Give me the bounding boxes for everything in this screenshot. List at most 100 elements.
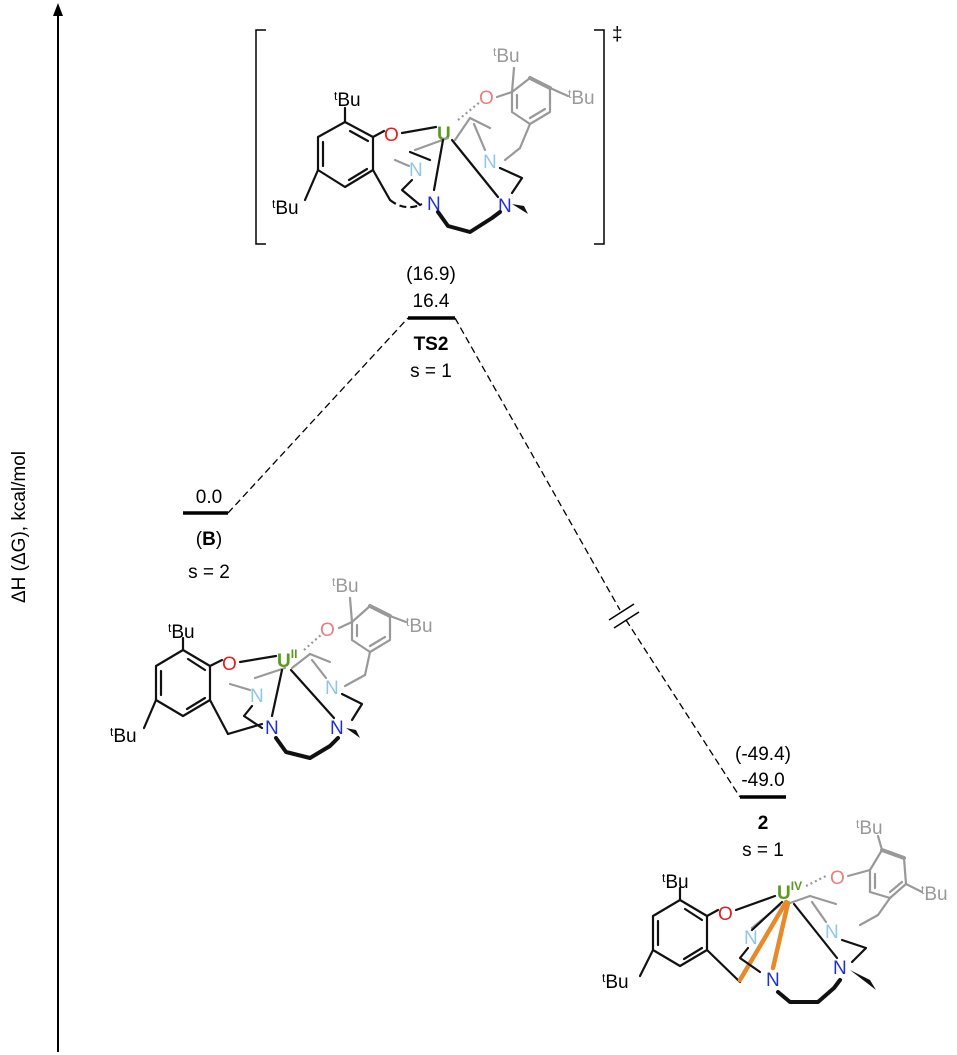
bond-line: [348, 129, 370, 143]
bond-line: [368, 635, 387, 648]
tBu-label: tBu: [272, 197, 299, 219]
bond-line: [450, 138, 500, 199]
reaction-path-connectors: [227, 317, 741, 798]
bond-line: [274, 736, 340, 760]
nitrogen-atom: N: [325, 678, 339, 699]
level-name-B: (B): [196, 529, 222, 550]
bond-line: [253, 666, 287, 680]
nitrogen-atom: N: [330, 718, 344, 739]
bond-line: [810, 900, 828, 924]
transition-state-marker: ‡: [612, 24, 623, 45]
level-TS2: (16.9) 16.4 TS2 s = 1: [406, 264, 456, 382]
structure-TS2: ‡ tBu tBu O U O tBu tBu N N N: [255, 24, 623, 245]
tBu-label: tBu: [493, 45, 520, 67]
energy-dH-TS2: 16.4: [413, 291, 450, 312]
tBu-label: tBu: [856, 817, 883, 839]
bond-line: [613, 611, 640, 629]
bond-line: [510, 66, 516, 94]
bond-line: [850, 970, 876, 990]
bond-line: [371, 168, 392, 202]
bond-line: [750, 900, 784, 932]
level-B: 0.0 (B) s = 2: [183, 487, 230, 583]
orange-bond: [737, 899, 789, 983]
nitrogen-atom: N: [483, 152, 497, 173]
bracket-right: [594, 29, 605, 245]
energy-dG-TS2: (16.9): [406, 264, 456, 285]
bond-line: [303, 168, 320, 202]
bond-line: [316, 120, 375, 189]
bond-line: [904, 882, 924, 894]
bond-line: [705, 948, 742, 984]
tBu-label: tBu: [602, 971, 629, 993]
bond-line: [528, 76, 552, 90]
connector-B-TS2: [227, 317, 409, 514]
level-2: (-49.4) -49.0 2 s = 1: [735, 744, 791, 861]
spin-state-2: s = 1: [742, 840, 784, 861]
bond-line: [888, 880, 904, 894]
bond-line: [518, 122, 532, 150]
nitrogen-atom: N: [833, 958, 847, 979]
tBu-label: tBu: [332, 575, 359, 597]
orange-bond: [770, 900, 791, 971]
nitrogen-atom: N: [427, 194, 441, 215]
nitrogen-atom: N: [250, 686, 264, 707]
bond-line: [682, 946, 704, 961]
bond-line: [805, 875, 827, 887]
spin-state-TS2: s = 1: [410, 361, 452, 382]
bond-line: [371, 129, 386, 139]
bond-line: [738, 946, 762, 974]
bond-line: [154, 648, 212, 718]
bond-line: [705, 908, 720, 918]
axis-label: ΔH (ΔG), kcal/mol: [9, 451, 30, 603]
bond-line: [453, 116, 472, 142]
oxygen-atom: O: [320, 620, 335, 641]
energy-dH-B: 0.0: [196, 487, 222, 508]
bond-line: [226, 722, 264, 736]
axis-arrowhead: [53, 3, 63, 16]
bond-line: [208, 658, 224, 668]
bond-line: [400, 178, 422, 207]
bond-line: [512, 204, 528, 214]
spin-state-B: s = 2: [188, 562, 230, 583]
bond-line: [608, 603, 635, 621]
energy-dG-2: (-49.4): [735, 744, 791, 765]
bond-line: [289, 668, 336, 720]
bond-line: [683, 907, 704, 922]
bond-line: [876, 834, 884, 852]
bond-line: [808, 894, 838, 906]
bond-line: [389, 199, 423, 209]
oxygen-atom: O: [384, 125, 399, 146]
bond-line: [457, 101, 481, 121]
bond-line: [363, 650, 372, 677]
connector-TS2-2-lower: [625, 619, 741, 798]
bond-line: [503, 146, 522, 162]
bond-line: [472, 122, 487, 152]
structure-B: tBu tBu O UII O tBu tBu N N N N: [110, 575, 433, 760]
bond-line: [186, 657, 207, 672]
nitrogen-atom: N: [825, 922, 839, 943]
bracket-left: [255, 29, 266, 245]
bond-line: [388, 614, 408, 624]
bond-line: [880, 848, 906, 860]
bond-line: [498, 166, 524, 195]
tBu-label: tBu: [921, 883, 948, 905]
bond-line: [303, 633, 323, 651]
bond-line: [408, 150, 432, 162]
bond-line: [858, 913, 880, 927]
bond-line: [242, 704, 264, 730]
bond-line: [528, 107, 547, 120]
tBu-label: tBu: [406, 615, 433, 637]
bond-line: [290, 652, 312, 670]
nitrogen-atom: N: [744, 928, 758, 949]
uranium-atom: UII: [277, 647, 297, 672]
bond-line: [238, 654, 278, 664]
tBu-label: tBu: [662, 871, 689, 893]
bond-line: [776, 978, 842, 1004]
bond-line: [468, 116, 492, 130]
bond-line: [651, 898, 709, 968]
uranium-atom: UIV: [777, 879, 802, 904]
bond-line: [142, 698, 158, 730]
oxygen-atom: O: [479, 88, 494, 109]
bond-line: [347, 167, 369, 182]
